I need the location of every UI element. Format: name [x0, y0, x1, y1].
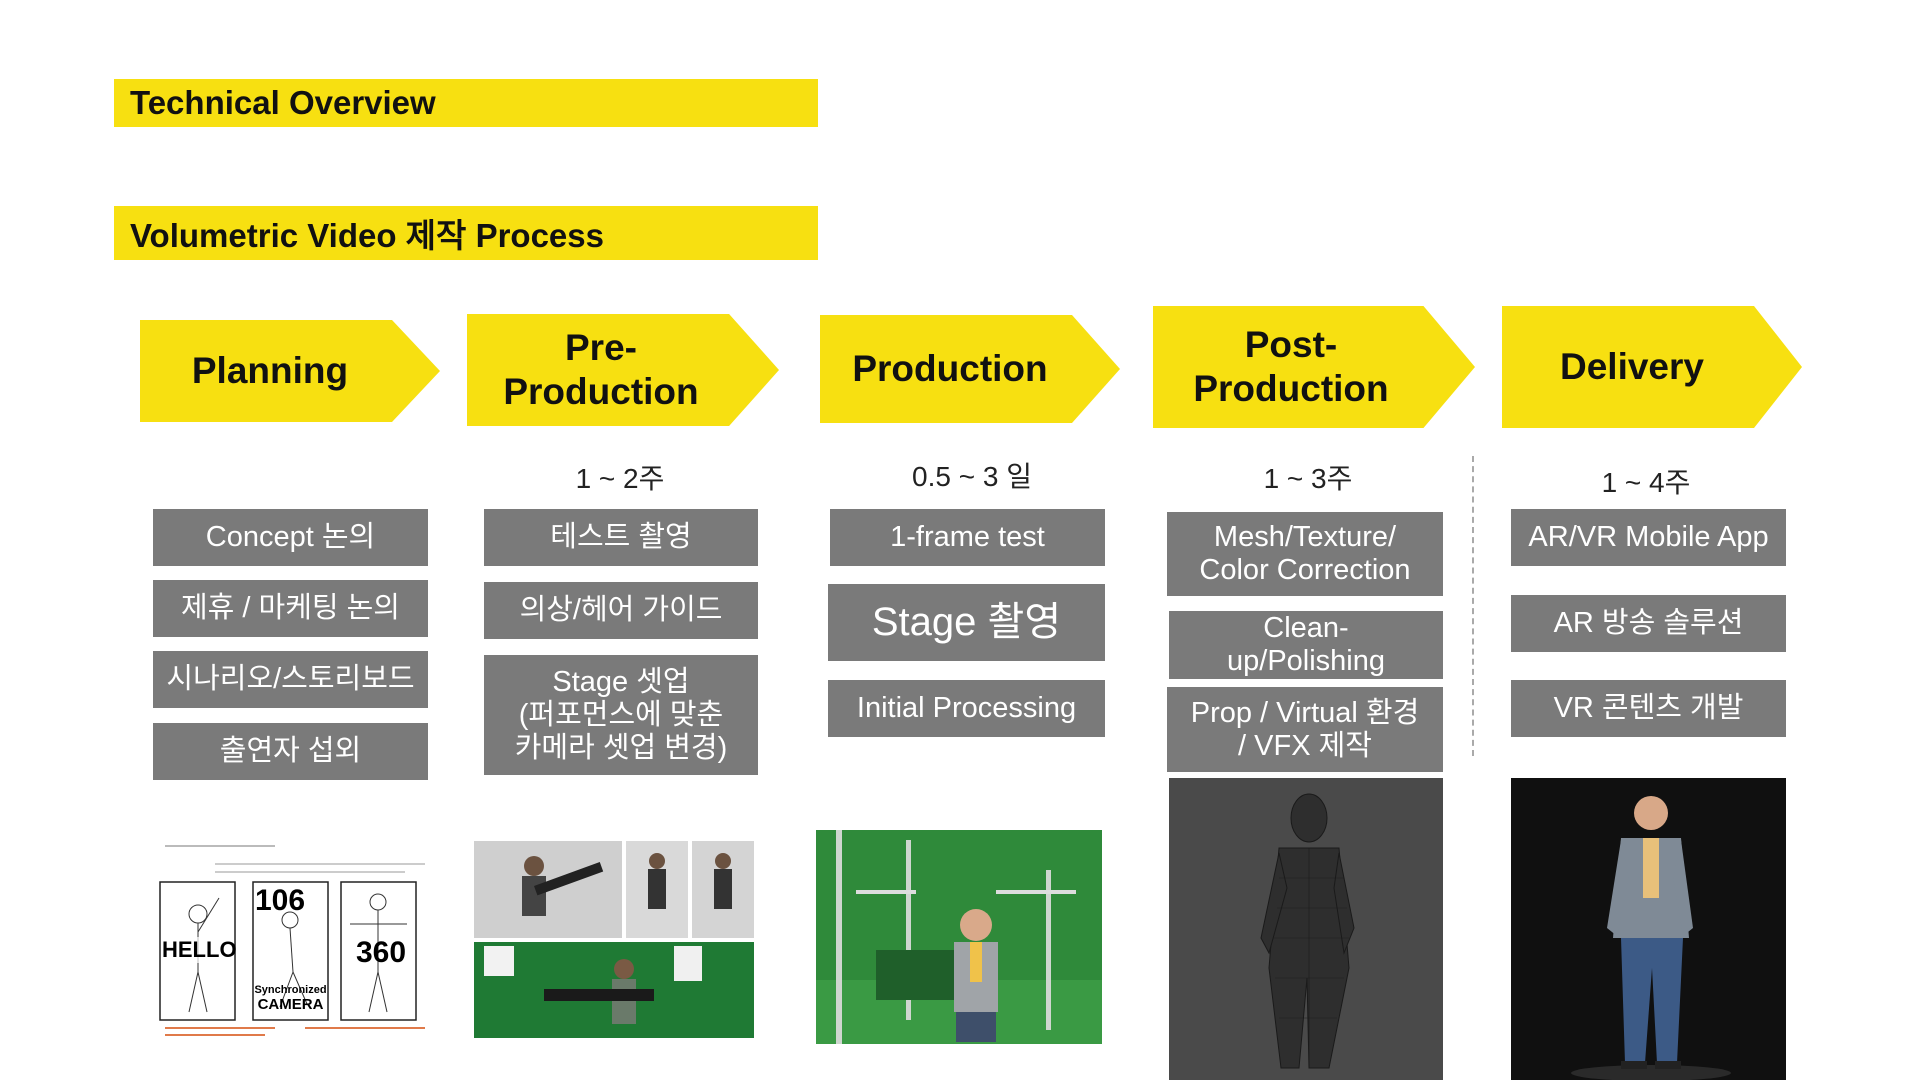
stage-pre-production-line1: Pre- [565, 327, 637, 368]
stage-setup-line1: Stage 셋업 [552, 665, 690, 698]
planning-item: Concept 논의 [153, 509, 428, 566]
cleanup-line2: up/Polishing [1227, 645, 1385, 677]
duration-post-production: 1 ~ 3주 [1263, 463, 1353, 494]
pre-production-item-stage-setup: Stage 셋업 (퍼포먼스에 맞춘 카메라 셋업 변경) [484, 655, 758, 775]
stage-planning-label: Planning [191, 350, 349, 391]
stage-pre-production-line2: Production [503, 371, 699, 412]
pre-production-item: 테스트 촬영 [484, 509, 758, 566]
delivery-item: AR 방송 솔루션 [1511, 595, 1786, 652]
production-item: Initial Processing [828, 680, 1105, 737]
stage-shoot-photo [816, 830, 1102, 1044]
stage-planning: Planning [140, 320, 440, 422]
green-stage-scene [816, 830, 1102, 1044]
duration-delivery: 1 ~ 4주 [1601, 467, 1691, 498]
storyboard-106-text: 106 [255, 884, 306, 917]
test-shoot-photos [474, 841, 754, 1038]
stage-delivery: Delivery [1502, 306, 1802, 428]
pre-production-item: 의상/헤어 가이드 [484, 582, 758, 639]
process-title: Volumetric Video 제작 Process [130, 217, 604, 254]
planning-item: 출연자 섭외 [153, 723, 428, 780]
stage-production: Production [820, 315, 1120, 423]
rendered-figure [1511, 778, 1786, 1080]
cleanup-line1: Clean- [1263, 612, 1349, 644]
final-render-image [1511, 778, 1786, 1080]
technical-overview-title: Technical Overview [130, 84, 436, 121]
delivery-item: AR/VR Mobile App [1511, 509, 1786, 566]
stage-setup-line2: (퍼포먼스에 맞춘 [518, 698, 724, 731]
wireframe-figure [1169, 778, 1443, 1080]
storyboard-camera-text: CAMERA [257, 996, 324, 1013]
stage-production-label: Production [852, 348, 1048, 389]
stage-setup-line3: 카메라 셋업 변경) [514, 731, 728, 764]
mesh-wireframe-image [1169, 778, 1443, 1080]
prop-line2: / VFX 제작 [1238, 729, 1372, 762]
duration-production: 0.5 ~ 3 일 [912, 461, 1032, 492]
delivery-item: VR 콘텐츠 개발 [1511, 680, 1786, 737]
technical-overview-banner: Technical Overview [114, 79, 818, 127]
stage-delivery-label: Delivery [1560, 346, 1704, 387]
post-production-item-mesh: Mesh/Texture/ Color Correction [1167, 512, 1443, 596]
storyboard-hello-text: HELLO [162, 937, 237, 963]
mesh-line1: Mesh/Texture/ [1213, 521, 1397, 553]
planning-item: 제휴 / 마케팅 논의 [153, 580, 428, 637]
duration-pre-production: 1 ~ 2주 [575, 463, 665, 494]
storyboard-sync-text: Synchronized [254, 984, 327, 996]
stage-post-production: Post- Production [1153, 306, 1475, 428]
stage-pre-production: Pre- Production [467, 314, 779, 426]
prop-line1: Prop / Virtual 환경 [1190, 696, 1420, 729]
planning-item: 시나리오/스토리보드 [153, 651, 428, 708]
storyboard-360-text: 360 [355, 936, 407, 969]
stage-post-production-line1: Post- [1244, 324, 1338, 365]
production-item: 1-frame test [830, 509, 1105, 566]
post-production-item-cleanup: Clean- up/Polishing [1169, 611, 1443, 679]
storyboard-image: HELLO 106 Synchronized CAMERA 360 [155, 832, 440, 1042]
mesh-line2: Color Correction [1199, 554, 1411, 586]
pre-production-photos [474, 841, 754, 1038]
process-banner: Volumetric Video 제작 Process [114, 206, 818, 260]
post-production-item-prop: Prop / Virtual 환경 / VFX 제작 [1167, 687, 1443, 772]
production-item-stage: Stage 촬영 [828, 584, 1105, 661]
stage-post-production-line2: Production [1193, 368, 1389, 409]
stage-divider [1472, 456, 1474, 756]
